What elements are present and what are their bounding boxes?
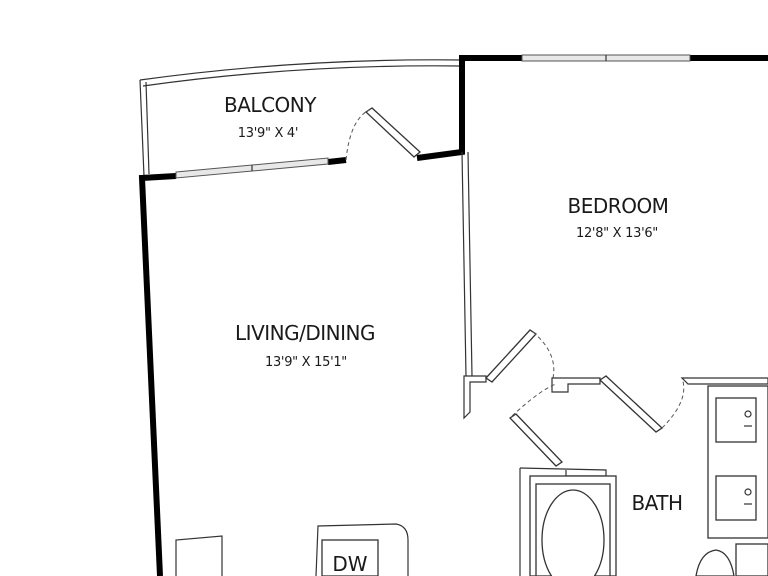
bath-vanity bbox=[707, 385, 768, 539]
balcony-dims: 13'9" X 4' bbox=[238, 126, 298, 141]
bedroom-partition bbox=[461, 151, 487, 420]
bath-name: BATH bbox=[631, 491, 682, 515]
toilet bbox=[695, 543, 768, 576]
balcony-outline bbox=[139, 59, 463, 177]
bedroom-dims: 12'8" X 13'6" bbox=[576, 226, 658, 241]
bedroom-name: BEDROOM bbox=[568, 194, 669, 218]
exterior-walls bbox=[138, 55, 768, 576]
bath-partition bbox=[508, 375, 768, 467]
living-dining-name: LIVING/DINING bbox=[235, 321, 375, 345]
balcony-slider-window bbox=[175, 157, 329, 179]
balcony-name: BALCONY bbox=[224, 93, 317, 117]
dishwasher: DW bbox=[315, 523, 409, 576]
bathtub bbox=[519, 467, 617, 576]
balcony-door bbox=[345, 107, 421, 161]
bedroom-door bbox=[485, 329, 555, 383]
dishwasher-label: DW bbox=[332, 552, 367, 576]
bedroom-window bbox=[521, 54, 691, 62]
living-dining-dims: 13'9" X 15'1" bbox=[265, 355, 347, 370]
kitchen-counter bbox=[175, 535, 223, 576]
